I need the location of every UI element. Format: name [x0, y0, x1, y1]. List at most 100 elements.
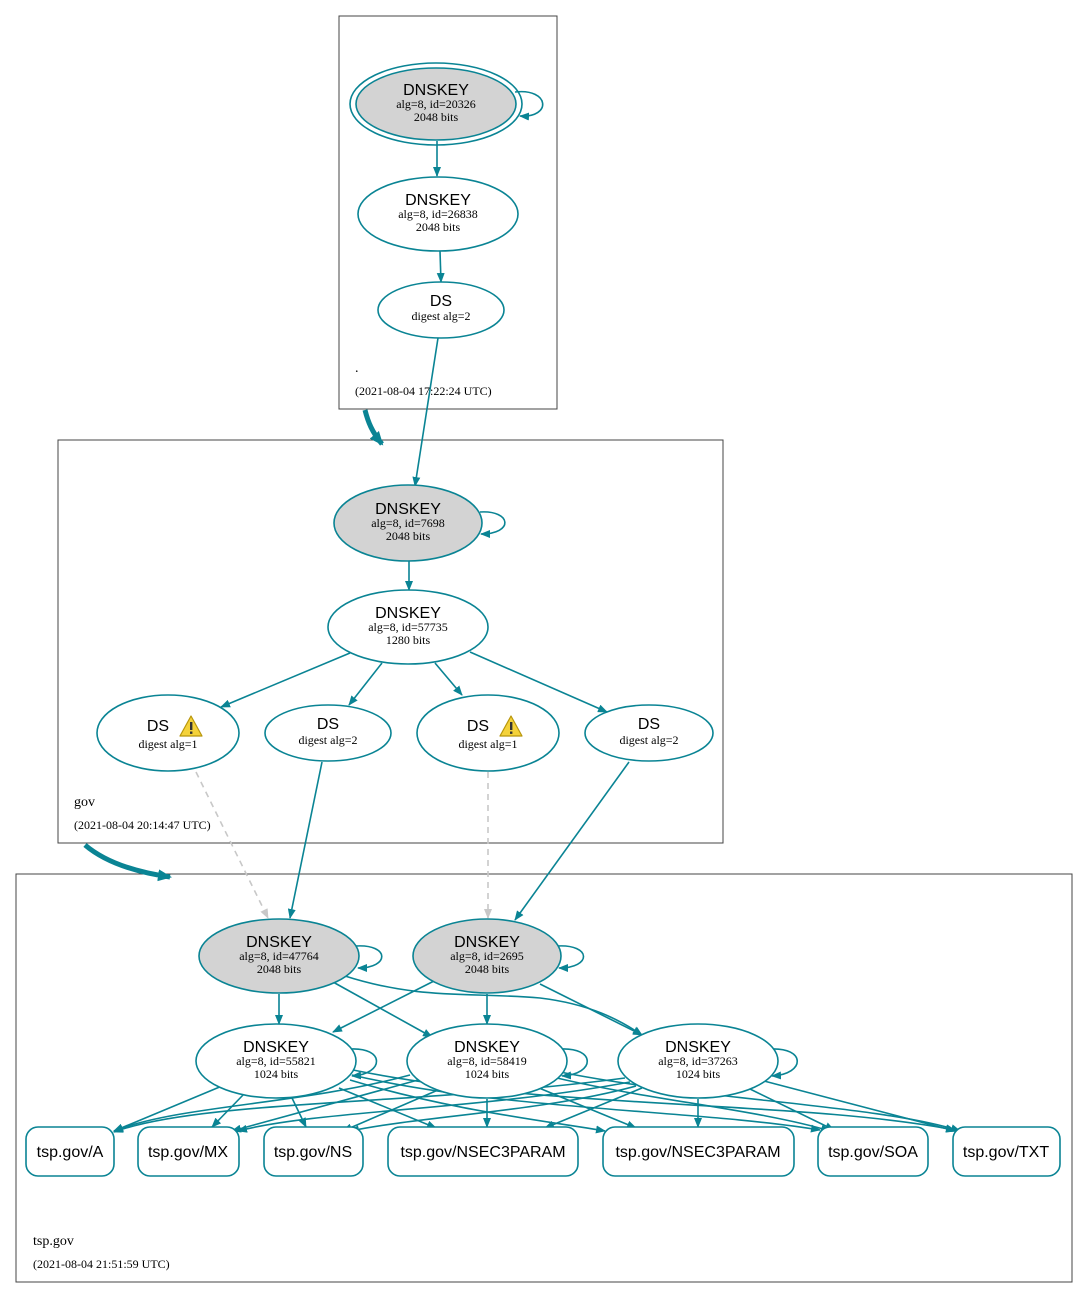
- node-tsp-ksk2: [412, 918, 562, 994]
- edge-zsk3-mx: [237, 1081, 631, 1133]
- edge-zsk1-nsec3b: [349, 1079, 606, 1134]
- edge-zsk1-a: [113, 1085, 223, 1132]
- edge-zsk1-nsec3a: [338, 1087, 437, 1129]
- node-root-ksk: [355, 67, 517, 141]
- zone-gov-timestamp: (2021-08-04 20:14:47 UTC): [74, 818, 211, 832]
- edge-zsk2-a: [113, 1074, 411, 1132]
- delegation-arrow-root-gov: [362, 409, 384, 446]
- node-detail: 2048 bits: [465, 962, 510, 976]
- node-tsp-zsk2: [406, 1023, 568, 1099]
- self-loop-tsp-ksk1: [355, 945, 383, 972]
- node-detail: alg=8, id=26838: [398, 207, 478, 221]
- node-title: DNSKEY: [665, 1039, 731, 1056]
- node-detail: digest alg=2: [411, 309, 470, 323]
- warning-icon: [179, 715, 203, 737]
- node-detail: 2048 bits: [416, 220, 461, 234]
- edge-zsk3-ns: [349, 1085, 637, 1134]
- record-label-ns: tsp.gov/NS: [274, 1144, 352, 1161]
- edge-root-zsk-ds: [436, 250, 445, 283]
- node-detail: alg=8, id=57735: [368, 620, 448, 634]
- node-root-ds: [377, 281, 505, 339]
- edge-zsk3-soa: [749, 1088, 835, 1131]
- record-txt-box: [952, 1126, 1061, 1177]
- warning-icon: [499, 715, 523, 737]
- edge-zsk3-txt: [763, 1080, 956, 1133]
- node-detail: alg=8, id=2695: [450, 949, 524, 963]
- node-tsp-zsk3: [617, 1023, 779, 1099]
- node-root-ksk-outer: [349, 62, 523, 146]
- zone-tsp-name: tsp.gov: [33, 1234, 74, 1249]
- record-label-txt: tsp.gov/TXT: [963, 1144, 1049, 1161]
- edge-tsp-ksk1-zsk2: [332, 981, 433, 1038]
- node-detail: alg=8, id=7698: [371, 516, 445, 530]
- node-detail: 1280 bits: [386, 633, 431, 647]
- node-detail: alg=8, id=58419: [447, 1054, 527, 1068]
- record-nsec3param1-box: [387, 1126, 579, 1177]
- node-title: DNSKEY: [454, 1039, 520, 1056]
- node-title: DS: [430, 293, 452, 310]
- node-detail: 1024 bits: [676, 1067, 721, 1081]
- edge-tsp-ksk2-zsk3: [539, 983, 643, 1036]
- zone-root-name: .: [355, 361, 359, 376]
- node-title: DNSKEY: [246, 934, 312, 951]
- node-title: DNSKEY: [403, 82, 469, 99]
- node-title: DNSKEY: [375, 501, 441, 518]
- record-mx-box: [137, 1126, 240, 1177]
- self-loop-tsp-zsk3: [769, 1048, 799, 1080]
- zone-gov-name: gov: [74, 795, 95, 810]
- record-label-mx: tsp.gov/MX: [148, 1144, 228, 1161]
- node-detail: alg=8, id=55821: [236, 1054, 316, 1068]
- record-label-soa: tsp.gov/SOA: [828, 1144, 918, 1161]
- node-detail: alg=8, id=20326: [396, 97, 476, 111]
- edge-gov-ds1-tsp-ksk1: [195, 771, 269, 919]
- node-detail: digest alg=2: [619, 733, 678, 747]
- edge-zsk2-mx: [231, 1079, 419, 1133]
- edge-zsk2-soa: [556, 1077, 831, 1133]
- node-detail: digest alg=1: [458, 737, 517, 751]
- zone-root-box: [338, 15, 558, 410]
- record-label-nsec3param: tsp.gov/NSEC3PARAM: [615, 1144, 780, 1161]
- node-detail: 2048 bits: [414, 110, 459, 124]
- self-loop-tsp-zsk1: [349, 1048, 378, 1080]
- edge-zsk3-nsec3a: [544, 1087, 643, 1129]
- node-gov-ds3: [416, 694, 560, 772]
- self-loop-gov-ksk: [479, 511, 506, 538]
- edge-gov-zsk-ds4: [469, 651, 608, 713]
- node-gov-zsk: [327, 589, 489, 665]
- edge-gov-zsk-ds2: [348, 662, 383, 706]
- zone-gov-box: [57, 439, 724, 844]
- edge-tsp-ksk2-zsk1: [332, 980, 435, 1033]
- node-detail: alg=8, id=37263: [658, 1054, 738, 1068]
- node-gov-ds2: [264, 704, 392, 762]
- record-label-a: tsp.gov/A: [37, 1144, 104, 1161]
- node-detail: digest alg=1: [138, 737, 197, 751]
- zone-root-timestamp: (2021-08-04 17:22:24 UTC): [355, 384, 492, 398]
- node-title: DS: [147, 718, 169, 735]
- node-title: DS: [317, 716, 339, 733]
- node-gov-ksk: [333, 484, 483, 562]
- node-detail: 1024 bits: [254, 1067, 299, 1081]
- edge-gov-ds4-tsp-ksk2: [514, 761, 630, 921]
- node-detail: 2048 bits: [257, 962, 302, 976]
- edge-tsp-ksk1-zsk3: [344, 975, 643, 1036]
- node-root-zsk: [357, 176, 519, 252]
- node-title: DNSKEY: [375, 605, 441, 622]
- edge-zsk2-txt: [559, 1071, 961, 1133]
- self-loop-tsp-ksk2: [556, 945, 585, 972]
- record-ns-box: [263, 1126, 364, 1177]
- node-title: DS: [467, 718, 489, 735]
- node-tsp-zsk1: [195, 1023, 357, 1099]
- edge-gov-zsk-ds1: [220, 652, 351, 708]
- zone-tsp-timestamp: (2021-08-04 21:51:59 UTC): [33, 1257, 170, 1271]
- record-nsec3param2-box: [602, 1126, 795, 1177]
- record-a-box: [25, 1126, 115, 1177]
- edge-root-ds-gov-ksk: [412, 337, 439, 487]
- node-detail: 1024 bits: [465, 1067, 510, 1081]
- node-title: DNSKEY: [405, 192, 471, 209]
- node-detail: alg=8, id=47764: [239, 949, 319, 963]
- record-label-nsec3param: tsp.gov/NSEC3PARAM: [400, 1144, 565, 1161]
- node-title: DNSKEY: [454, 934, 520, 951]
- edge-gov-ds2-tsp-ksk1: [287, 761, 323, 919]
